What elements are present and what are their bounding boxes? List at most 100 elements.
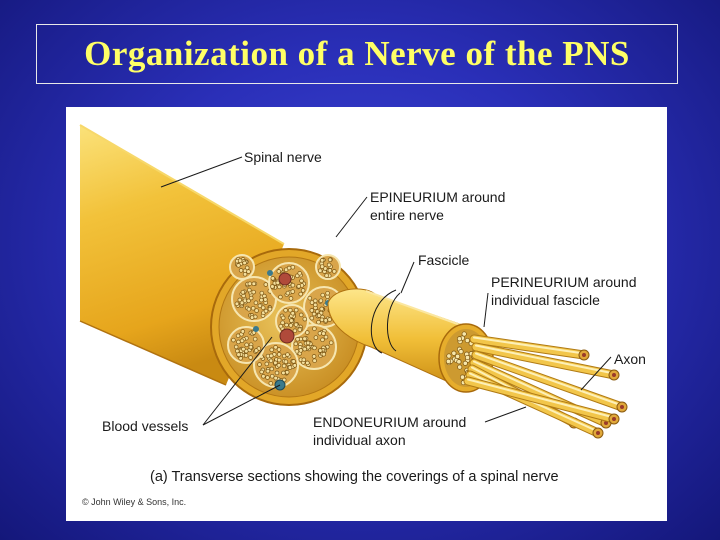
axon-dot [321,352,327,357]
axon-dot [268,358,274,364]
axon-dot [281,370,286,376]
axon-dot [312,326,317,331]
axon-dot [320,337,325,343]
axon-dot [263,297,268,302]
axon-dot [246,298,251,304]
axon-dot [456,359,462,365]
axon-dot [261,374,266,379]
axon-dot [269,366,275,372]
axon-dot [451,350,457,356]
axon-dot [268,381,274,386]
axon-dot [326,262,332,268]
fascicle-section [315,254,341,280]
axon-dot [246,269,251,274]
axon-dot [301,357,307,363]
axon-dot [323,318,328,323]
axon-dot [273,360,278,366]
axon-dot [320,292,325,298]
axon-dot [293,341,299,347]
blood-vessel-dot [253,326,259,332]
axon-dot [294,349,300,354]
axon-dot [280,315,286,321]
axon-dot [269,353,274,359]
axon-dot [457,364,463,370]
axon-dot [327,268,333,273]
axon-dot [240,329,246,334]
axon-dot [318,298,324,303]
axon-dot [317,268,323,273]
nerve-cross-section [210,248,368,406]
axon-dot [247,287,252,293]
fascicle-section [291,324,337,370]
axon-dot [291,359,296,364]
axon-dot [292,328,298,334]
axon-dot [276,363,282,368]
axon-dot [285,290,291,296]
axon-tube [469,334,590,361]
axon-dot [254,308,259,313]
axon-dot [305,360,310,366]
axon-dot [236,352,241,357]
blood-vessel-dot [278,272,292,286]
axon-dot [332,269,337,274]
axon-dot [290,282,296,288]
axon-dot [239,338,245,344]
cross-section-fascicles [227,254,345,388]
axon-dot [241,346,246,352]
axon-dot [302,346,307,352]
axon-dot [464,337,470,344]
label-epineurium-line2: entire nerve [370,207,444,223]
axon-dot [461,331,467,337]
axon-dot [276,357,282,363]
axon-dot [307,295,313,301]
axon-dot [260,305,266,310]
label-endoneurium-line2: individual axon [313,432,406,448]
axon-dot [284,322,289,328]
axon-dot [298,312,304,318]
label-epineurium-line1: EPINEURIUM around [370,189,505,205]
axon-dot [251,289,256,295]
axon-dot [242,260,247,266]
axon-dot [324,273,329,278]
axon-dot [297,327,303,332]
axon-dot [248,295,254,301]
axon-tubes [463,334,628,439]
axon-dot [263,282,269,287]
axon-dot [296,284,302,289]
axon-dot [239,300,245,306]
axon-dot [311,354,317,359]
axon-dot [259,290,265,296]
axon-dot [254,348,259,353]
axon-dot [318,348,323,353]
axon-dot [317,331,323,336]
axon-dot [319,258,325,263]
axon-dot [319,306,324,312]
axon-dot [321,331,326,336]
copyright-notice: © John Wiley & Sons, Inc. [82,497,186,507]
axon-dot [249,315,255,320]
axon-dot [311,311,317,317]
axon-dot [292,363,298,368]
axon-dot [278,323,284,329]
axon-dot [458,349,464,355]
fascicle-section [227,326,265,364]
axon-dot [327,257,333,263]
fascicle-section [231,276,277,322]
axon-tube [471,350,628,413]
fascicle-section [253,342,299,388]
axon-dot [237,297,243,303]
axon-tube [463,376,620,425]
axon-dot [265,375,270,380]
axon-dot [235,333,241,339]
axon-tube [471,342,620,381]
axon-dot [288,296,294,301]
axon-dot [248,344,254,350]
axon-dot [284,370,290,375]
axon-dot [251,281,257,287]
nerve-diagram: Spinal nerve EPINEURIUM around entire ne… [79,124,646,507]
axon-dot [316,313,322,318]
axon-dot [237,258,243,263]
axon-dot [297,271,302,276]
axon-dot [259,297,264,303]
slide-title-box: Organization of a Nerve of the PNS [36,24,678,84]
